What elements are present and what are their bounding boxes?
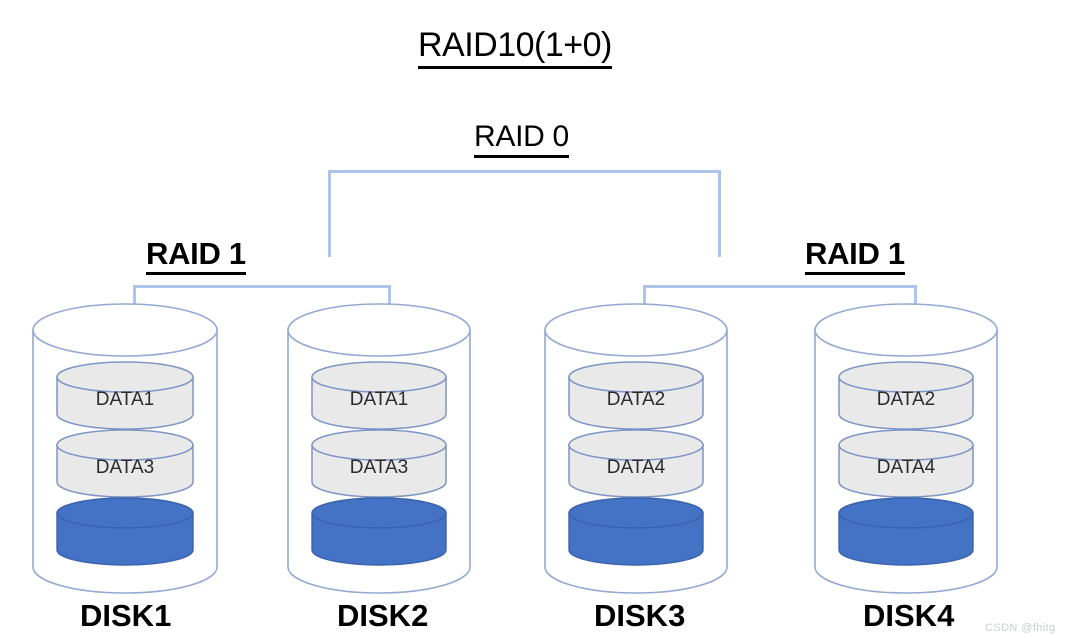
watermark: CSDN @fhitg [985, 622, 1056, 634]
raid1-right-bracket-stem-disk4 [914, 285, 917, 309]
raid0-bracket-horizontal [328, 170, 721, 173]
raid1-left-bracket-stem-disk1 [133, 285, 136, 309]
disk-1-label: DISK1 [80, 598, 172, 633]
disk-1-block-1-label: DATA1 [96, 389, 154, 410]
disk-4-label: DISK4 [863, 598, 955, 633]
disk-2-label: DISK2 [337, 598, 429, 633]
raid1-right-label: RAID 1 [805, 238, 905, 275]
disk-3-block-1-label: DATA2 [607, 389, 665, 410]
raid1-right-bracket-stem-disk3 [643, 285, 646, 309]
raid1-right-bracket-horizontal [643, 285, 917, 288]
raid1-left-bracket-horizontal [133, 285, 391, 288]
disk-1-block-2-label: DATA3 [96, 457, 154, 478]
page-title: RAID10(1+0) [418, 28, 612, 69]
disk-4-block-2-label: DATA4 [877, 457, 936, 478]
raid0-label: RAID 0 [474, 122, 569, 158]
raid1-left-bracket-stem-disk2 [388, 285, 391, 309]
raid0-bracket-right-stem [718, 170, 721, 257]
disk-1-graphic: DATA1 DATA3 [32, 303, 218, 594]
disk-3-label: DISK3 [594, 598, 686, 633]
disk-4-block-1-label: DATA2 [877, 389, 935, 410]
disk-2-block-2-label: DATA3 [350, 457, 408, 478]
disk-3-block-2-label: DATA4 [607, 457, 666, 478]
raid1-left-label: RAID 1 [146, 238, 246, 275]
disk-3-graphic: DATA2 DATA4 [544, 303, 728, 594]
raid0-bracket-left-stem [328, 170, 331, 257]
disk-4-graphic: DATA2 DATA4 [814, 303, 998, 594]
disk-2-block-1-label: DATA1 [350, 389, 408, 410]
disk-2-graphic: DATA1 DATA3 [287, 303, 471, 594]
